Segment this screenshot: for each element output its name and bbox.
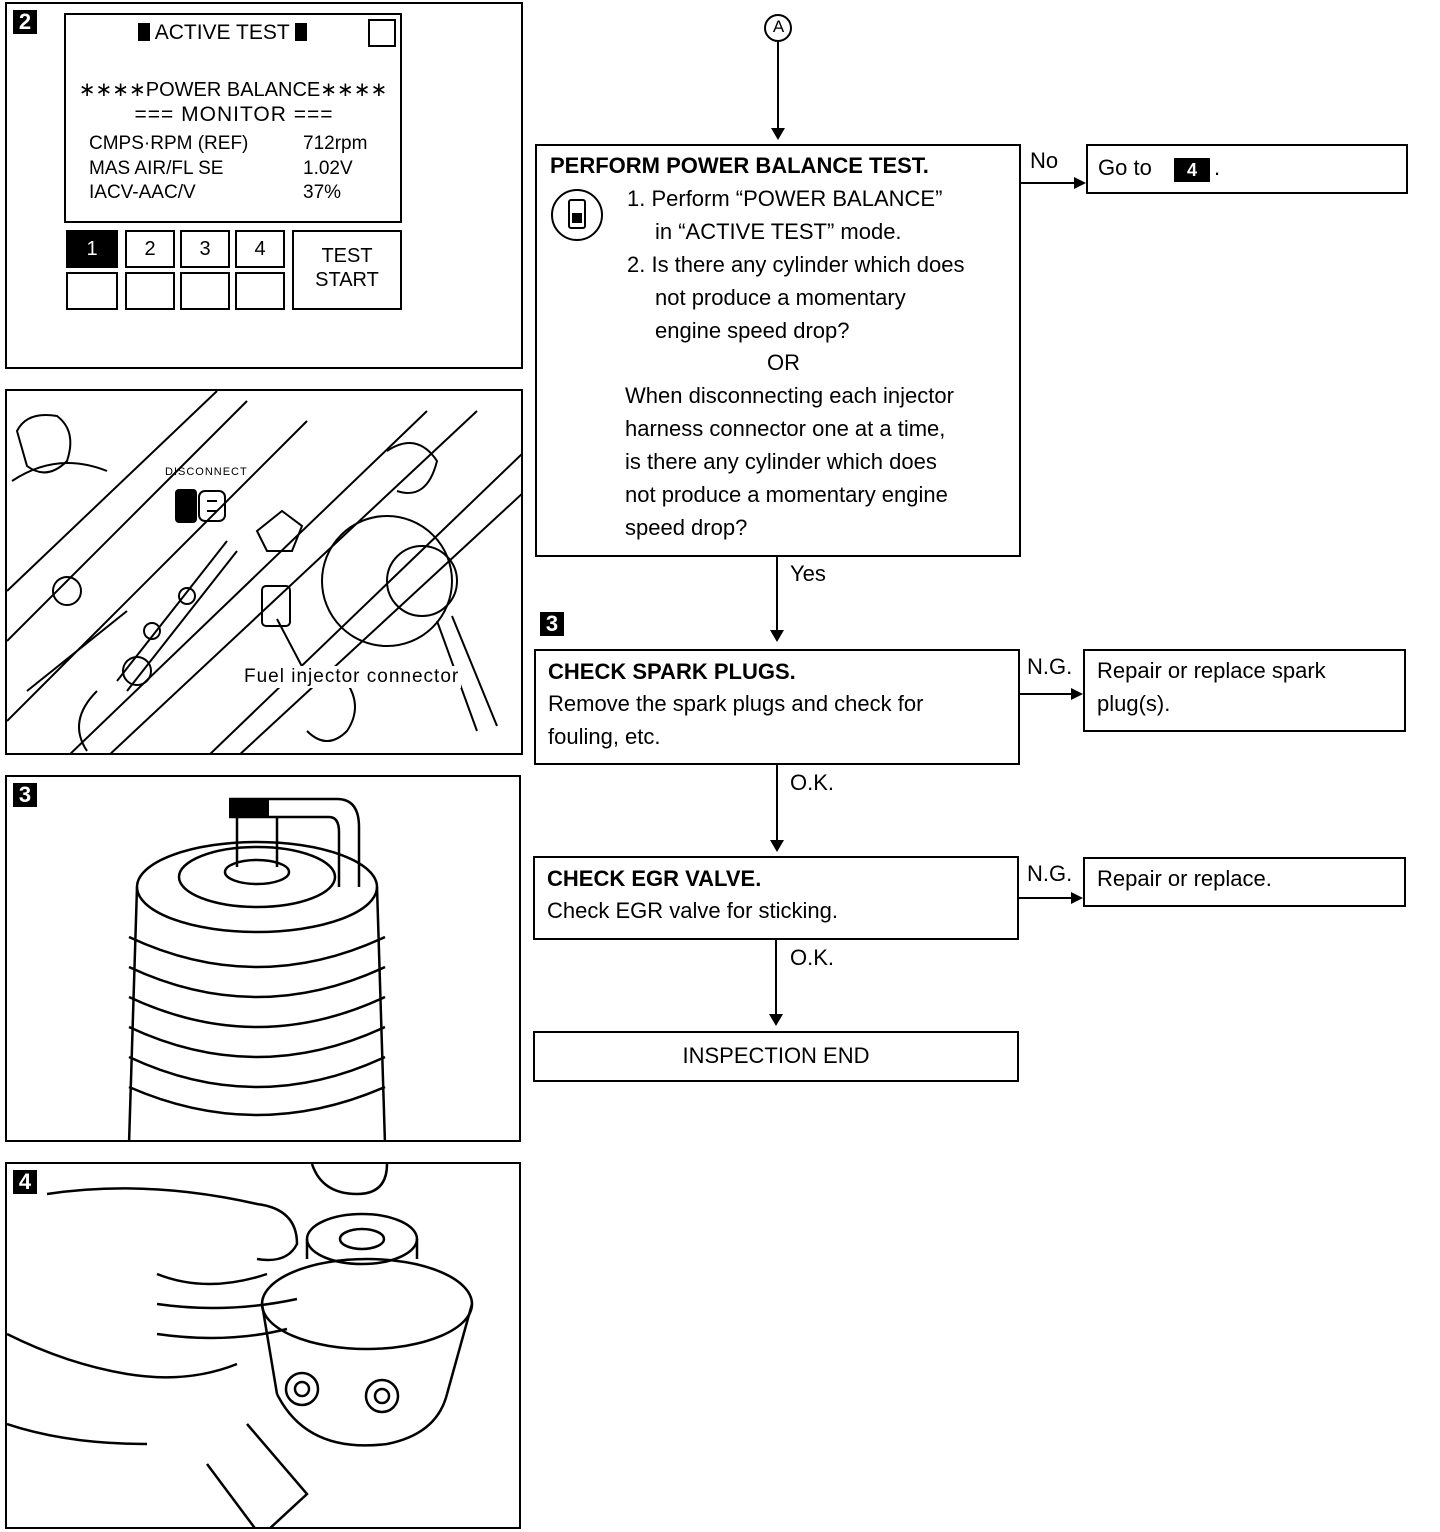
injector-caption: Fuel injector connector [242,666,462,688]
ok-branch-label: O.K. [790,945,835,970]
figure-number-badge: 2 [13,10,37,34]
figure-consult-screen: 2 ACTIVE TEST ∗∗∗∗POWER BALANCE∗∗∗∗ === … [5,2,523,369]
screen-title: ACTIVE TEST [154,21,290,44]
inspection-end-label: INSPECTION END [682,1043,870,1068]
test-start-key[interactable]: TEST START [292,230,402,310]
monitor-row-value: 1.02V [303,158,353,179]
ok-branch-label: O.K. [790,770,835,795]
figure-egr-valve: 4 [5,1162,521,1529]
no-branch-label: No [1030,148,1059,173]
egr-valve-illustration [7,1164,474,1527]
test-start-line: START [315,269,379,291]
repair-text-line: Repair or replace spark [1097,658,1326,683]
monitor-row-value: 37% [303,182,342,203]
test-start-line: TEST [321,245,373,267]
alt-instruction-line: speed drop? [625,515,748,540]
connector-a-label: A [772,17,785,36]
repair-egr-box: Repair or replace. [1083,857,1406,907]
instruction-line: not produce a momentary [655,285,906,310]
repair-text-line: Repair or replace. [1097,866,1272,891]
instruction-line: 1. Perform “POWER BALANCE” [627,186,943,211]
figure-number-badge: 4 [13,1170,37,1194]
alt-instruction-line: When disconnecting each injector [625,383,954,408]
engine-illustration [7,391,521,753]
goto-text: Go to [1098,155,1152,180]
cylinder-key-1[interactable]: 1 [66,230,118,268]
ng-branch-label: N.G. [1027,654,1073,679]
cylinder-key-2[interactable]: 2 [125,230,175,268]
alt-instruction-line: is there any cylinder which does [625,449,937,474]
power-balance-line: ∗∗∗∗POWER BALANCE∗∗∗∗ [78,79,388,101]
check-egr-valve-step: CHECK EGR VALVE. Check EGR valve for sti… [533,856,1019,940]
step-text-line: fouling, etc. [548,724,661,749]
goto-step4-box: Go to 4 . [1086,144,1408,194]
step-text-line: Remove the spark plugs and check for [548,691,924,716]
instruction-line: 2. Is there any cylinder which does [627,252,965,277]
spark-plug-illustration [127,797,387,1140]
step-3-badge: 3 [540,612,564,636]
blank-key[interactable] [180,272,230,310]
yes-branch-label: Yes [790,561,826,586]
figure-injector-connector: DISCONNECT Fuel injector connector [5,389,523,755]
active-test-header: ACTIVE TEST [138,21,308,45]
alt-instruction-line: harness connector one at a time, [625,416,946,441]
monitor-row-label: CMPS·RPM (REF) [89,133,249,154]
repair-text-line: plug(s). [1097,691,1171,716]
cylinder-key-4[interactable]: 4 [235,230,285,268]
step-title: PERFORM POWER BALANCE TEST. [550,153,929,178]
instruction-line: engine speed drop? [655,318,850,343]
power-balance-step: PERFORM POWER BALANCE TEST. 1. Perform “… [535,144,1021,557]
blank-key[interactable] [66,272,118,310]
or-divider-label: OR [763,350,804,376]
figure-spark-plug: 3 [5,775,521,1142]
step-title: CHECK EGR VALVE. [547,866,762,891]
step-text-line: Check EGR valve for sticking. [547,898,838,923]
monitor-row-label: IACV-AAC/V [89,182,196,203]
blank-key[interactable] [125,272,175,310]
consult-display: ACTIVE TEST ∗∗∗∗POWER BALANCE∗∗∗∗ === MO… [64,13,402,223]
disconnect-label: DISCONNECT [165,466,248,478]
figure-number-badge: 3 [13,783,37,807]
monitor-line: === MONITOR === [134,103,334,126]
step-4-badge[interactable]: 4 [1174,158,1210,182]
monitor-row-value: 712rpm [303,133,368,154]
goto-period: . [1214,155,1221,180]
consult-tool-icon [551,189,603,241]
step-title: CHECK SPARK PLUGS. [548,659,796,684]
repair-spark-plug-box: Repair or replace spark plug(s). [1083,649,1406,732]
blank-key[interactable] [235,272,285,310]
instruction-line: in “ACTIVE TEST” mode. [655,219,902,244]
corner-square-icon [368,19,396,47]
cylinder-key-3[interactable]: 3 [180,230,230,268]
alt-instruction-line: not produce a momentary engine [625,482,948,507]
check-spark-plugs-step: CHECK SPARK PLUGS. Remove the spark plug… [534,649,1020,765]
inspection-end-box: INSPECTION END [533,1031,1019,1082]
ng-branch-label: N.G. [1027,861,1073,886]
monitor-row-label: MAS AIR/FL SE [89,158,224,179]
